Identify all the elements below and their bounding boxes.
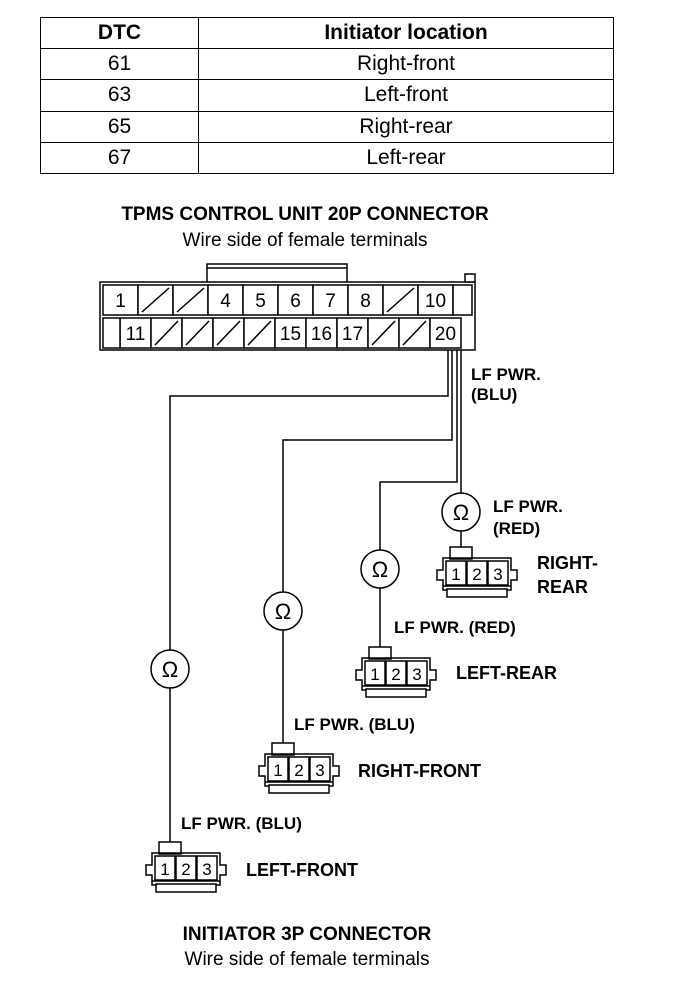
right-front-label: RIGHT-FRONT [358, 761, 481, 781]
right-rear-label: RIGHT- [537, 553, 598, 573]
terminal-cell [212, 317, 245, 349]
terminal-cell [398, 317, 431, 349]
right-rear-label-cont: REAR [537, 577, 588, 597]
right-rear-wire-color: (RED) [493, 519, 540, 538]
dtc-cell: 67 [40, 141, 199, 175]
terminal-number: 10 [425, 291, 446, 312]
terminal-number: 4 [220, 291, 231, 312]
left-front-label: LEFT-FRONT [246, 860, 358, 880]
left-rear-wire-label: LF PWR. (RED) [394, 618, 516, 637]
terminal-number: 8 [360, 291, 371, 312]
terminal-number: 6 [290, 291, 301, 312]
wire-harness [169, 350, 462, 845]
terminal-cell: 7 [312, 284, 349, 316]
terminal-number: 11 [126, 324, 146, 345]
table-row: 67 Left-rear [40, 141, 614, 175]
terminal-cell: 16 [305, 317, 338, 349]
ohm-symbol: Ω [162, 657, 178, 682]
left-front-wire-label: LF PWR. (BLU) [181, 814, 302, 833]
terminal-cell: 11 [119, 317, 152, 349]
location-cell: Right-rear [198, 110, 614, 143]
terminal-cell [382, 284, 419, 316]
pin-number: 1 [370, 665, 379, 684]
ohm-symbol: Ω [275, 599, 291, 624]
ohmmeter-icon: Ω [150, 649, 190, 689]
location-cell: Left-rear [198, 141, 614, 175]
pin-number: 1 [160, 860, 169, 879]
initiator-connector-subtitle: Wire side of female terminals [185, 949, 430, 970]
pin-number: 3 [493, 565, 502, 584]
left-rear-label: LEFT-REAR [456, 663, 557, 683]
initiator-connector-title: INITIATOR 3P CONNECTOR [183, 924, 432, 945]
pin-number: 3 [202, 860, 211, 879]
pin-number: 3 [412, 665, 421, 684]
terminal-cell [137, 284, 174, 316]
terminal-number: 1 [115, 291, 126, 312]
unit-wire-color: (BLU) [471, 385, 517, 404]
terminal-cell [150, 317, 183, 349]
pin-number: 1 [451, 565, 460, 584]
control-unit-subtitle: Wire side of female terminals [183, 230, 428, 251]
location-cell: Right-front [198, 48, 614, 81]
terminal-cell: 10 [417, 284, 454, 316]
terminal-cell: 15 [274, 317, 307, 349]
terminal-number: 16 [311, 324, 332, 345]
terminal-number: 17 [342, 324, 363, 345]
terminal-cell: 4 [207, 284, 244, 316]
column-header-initiator-location: Initiator location [198, 16, 614, 50]
wire-left-front [169, 350, 449, 650]
right-front-wire-label: LF PWR. (BLU) [294, 715, 415, 734]
pin-number: 2 [391, 665, 400, 684]
ohmmeter-icon: Ω [360, 549, 400, 589]
dtc-cell: 65 [40, 110, 199, 143]
pin-number: 2 [181, 860, 190, 879]
wire-left-rear [379, 350, 458, 550]
terminal-number: 15 [280, 324, 301, 345]
ohmmeter-icon: Ω [263, 591, 303, 631]
ohm-symbol: Ω [453, 500, 469, 525]
table-header-row: DTC Initiator location [40, 16, 614, 50]
terminal-number: 20 [435, 324, 456, 345]
wire-right-front [282, 350, 453, 592]
pin-number: 2 [294, 761, 303, 780]
control-unit-title: TPMS CONTROL UNIT 20P CONNECTOR [121, 204, 489, 225]
terminal-cell: 8 [347, 284, 384, 316]
location-cell: Left-front [198, 79, 614, 112]
right-rear-wire-label: LF PWR. [493, 497, 563, 516]
terminal-cell [181, 317, 214, 349]
unit-wire-label: LF PWR. [471, 365, 541, 384]
terminal-number: 7 [325, 291, 336, 312]
column-header-dtc: DTC [40, 16, 199, 50]
terminal-cell: 5 [242, 284, 279, 316]
terminal-cell: 20 [429, 317, 462, 349]
pin-number: 3 [315, 761, 324, 780]
pin-number: 2 [472, 565, 481, 584]
ohm-symbol: Ω [372, 557, 388, 582]
ohmmeter-icon: Ω [441, 492, 481, 532]
terminal-cell: 6 [277, 284, 314, 316]
terminal-cell: 1 [102, 284, 139, 316]
terminal-cell: 17 [336, 317, 369, 349]
table-row: 65 Right-rear [40, 110, 614, 143]
dtc-table: DTC Initiator location 61 Right-front 63… [40, 16, 614, 175]
terminal-number: 5 [255, 291, 266, 312]
control-unit-20p-connector: 1 4 5 6 7 8 10 11 15 16 17 20 [99, 263, 476, 351]
terminal-cell [172, 284, 209, 316]
terminal-cell [243, 317, 276, 349]
terminal-cell [367, 317, 400, 349]
table-row: 63 Left-front [40, 79, 614, 112]
pin-number: 1 [273, 761, 282, 780]
table-row: 61 Right-front [40, 48, 614, 81]
